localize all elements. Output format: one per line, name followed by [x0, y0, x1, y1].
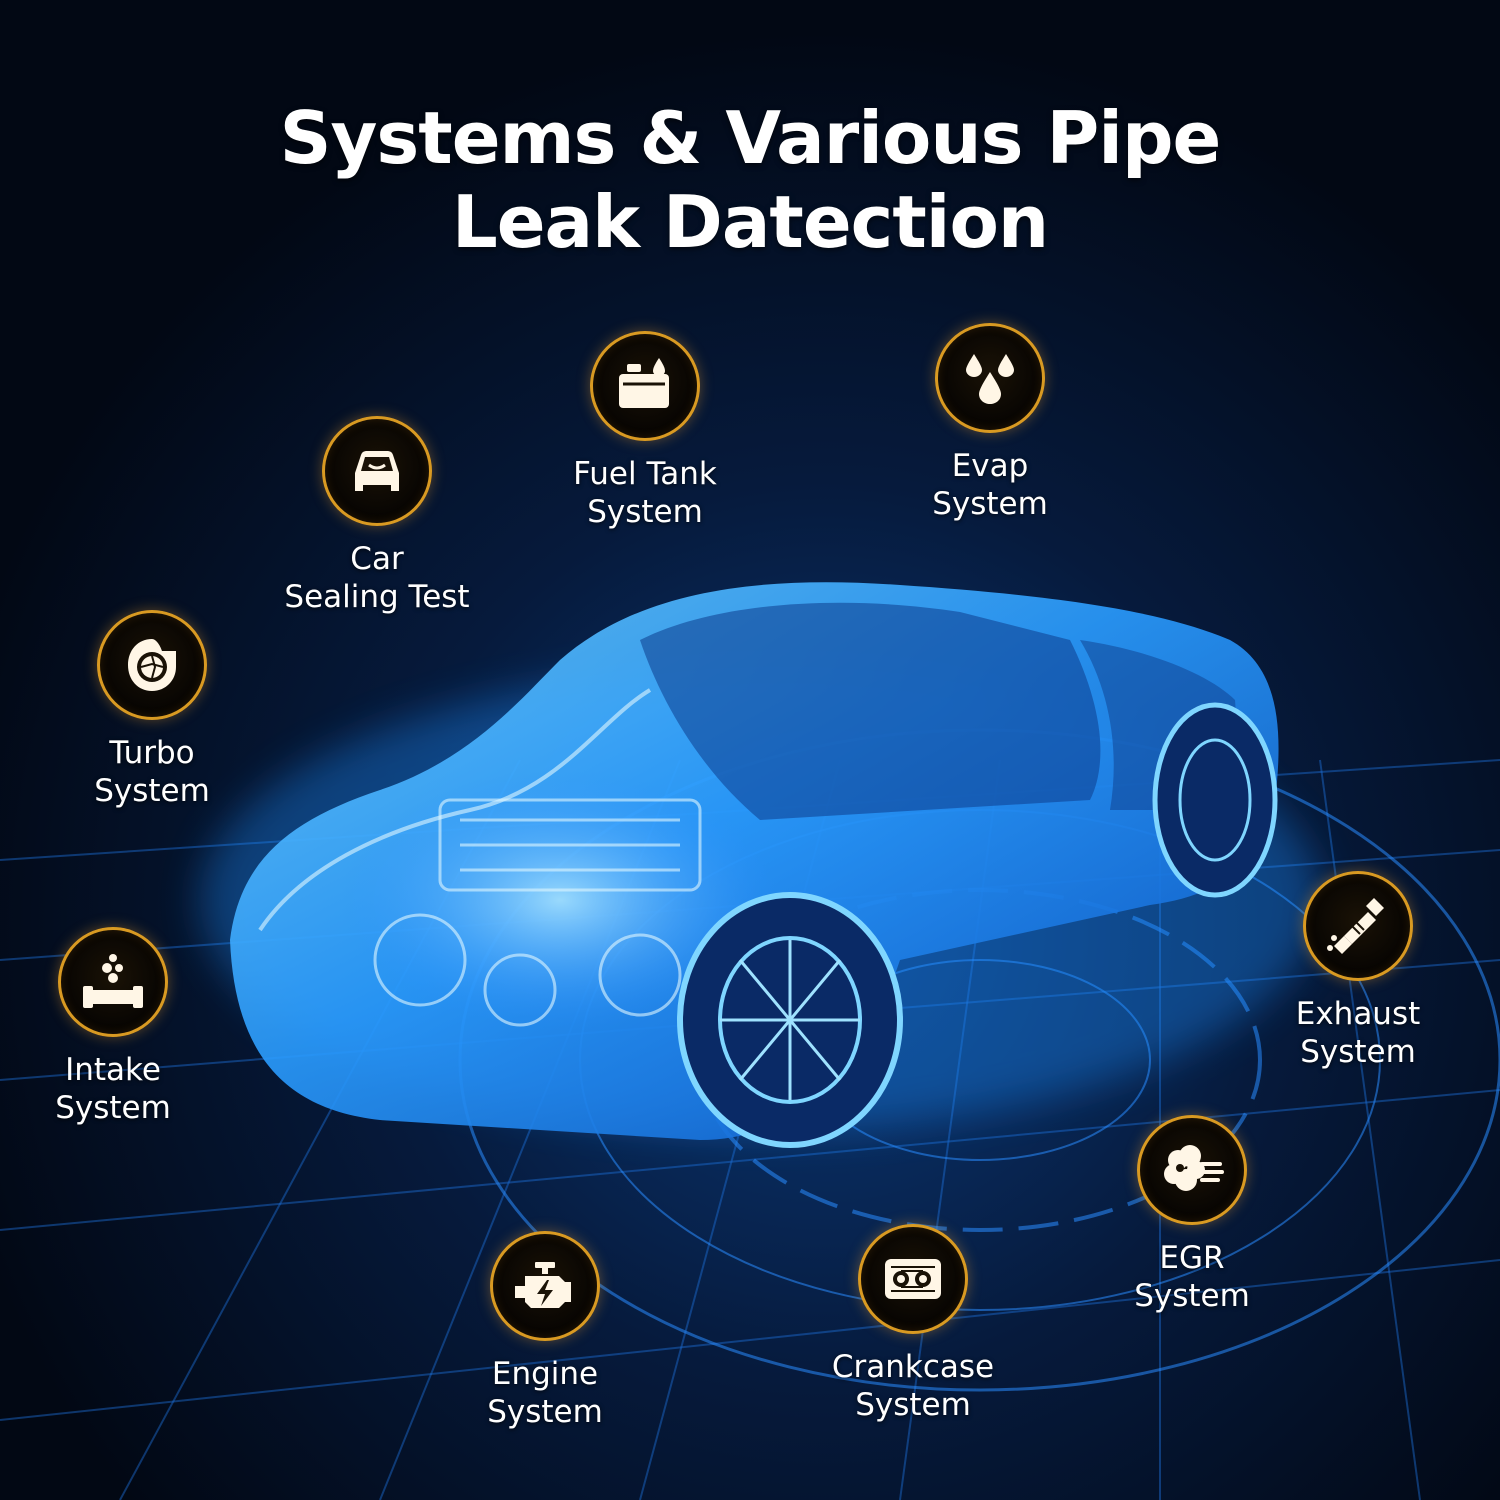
- car-front-icon: [355, 451, 399, 491]
- feature-crankcase-label-2: System: [855, 1387, 971, 1423]
- feature-engine-label-1: Engine: [491, 1356, 599, 1392]
- exhaust-pipe-icon: [1327, 898, 1384, 954]
- fuel-tank-icon: [619, 358, 669, 408]
- feature-intake: Intake System: [0, 927, 243, 1127]
- egr-smoke-icon: [1164, 1145, 1224, 1191]
- feature-evap: Evap System: [860, 323, 1120, 523]
- feature-egr-label-2: System: [1134, 1278, 1250, 1314]
- feature-fuel-tank-label-1: Fuel Tank: [573, 456, 717, 492]
- feature-intake-label-1: Intake: [65, 1052, 161, 1088]
- feature-turbo-label-2: System: [94, 773, 210, 809]
- feature-egr-label-1: EGR: [1159, 1240, 1225, 1276]
- front-wheel: [677, 892, 903, 1148]
- feature-crankcase: Crankcase System: [783, 1224, 1043, 1424]
- feature-turbo: Turbo System: [22, 610, 282, 810]
- feature-engine: Engine System: [415, 1231, 675, 1431]
- feature-exhaust-label-1: Exhaust: [1295, 996, 1421, 1032]
- rear-wheel: [1152, 702, 1278, 898]
- feature-fuel-tank: Fuel Tank System: [515, 331, 775, 531]
- intake-pipe-icon: [83, 954, 143, 1008]
- feature-evap-label-2: System: [932, 486, 1048, 522]
- feature-car-sealing-label-1: Car: [350, 541, 404, 577]
- turbo-icon: [128, 639, 176, 691]
- feature-car-sealing-label-2: Sealing Test: [284, 579, 470, 615]
- feature-car-sealing: Car Sealing Test: [247, 416, 507, 616]
- crankcase-icon: [885, 1259, 941, 1299]
- feature-intake-label-2: System: [55, 1090, 171, 1126]
- feature-turbo-label-1: Turbo: [109, 735, 195, 771]
- water-drops-icon: [966, 354, 1014, 404]
- feature-fuel-tank-label-2: System: [587, 494, 703, 530]
- feature-engine-label-2: System: [487, 1394, 603, 1430]
- car-silhouette: [230, 582, 1279, 1148]
- feature-crankcase-label-1: Crankcase: [831, 1349, 995, 1385]
- page-title-line-2: Leak Datection: [451, 180, 1049, 264]
- feature-egr: EGR System: [1062, 1115, 1322, 1315]
- page-title-line-1: Systems & Various Pipe: [279, 96, 1222, 180]
- feature-exhaust-label-2: System: [1300, 1034, 1416, 1070]
- feature-evap-label-1: Evap: [951, 448, 1029, 484]
- engine-icon: [515, 1262, 571, 1308]
- feature-exhaust: Exhaust System: [1228, 871, 1488, 1071]
